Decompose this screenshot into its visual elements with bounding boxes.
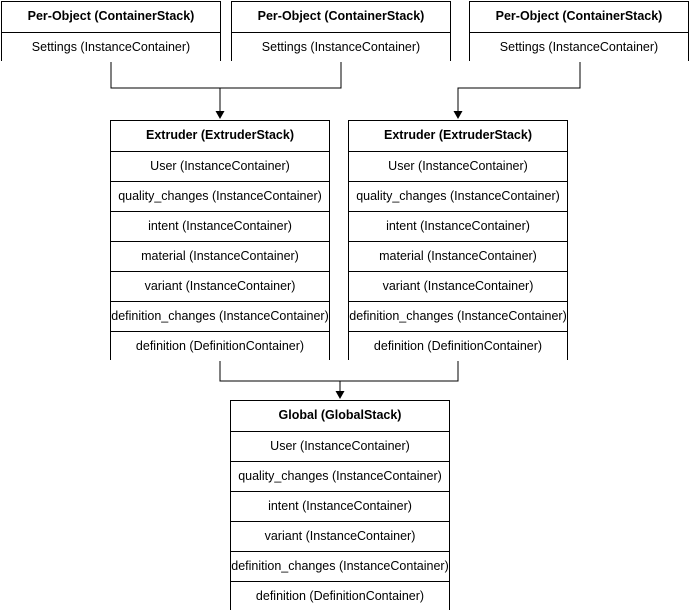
global-stack-row[interactable]: quality_changes (InstanceContainer) bbox=[231, 461, 449, 491]
per-object-container-stack-3[interactable]: Per-Object (ContainerStack)Settings (Ins… bbox=[469, 1, 689, 62]
extruder-stack-1-row[interactable]: material (InstanceContainer) bbox=[111, 241, 329, 271]
global-stack-row[interactable]: User (InstanceContainer) bbox=[231, 431, 449, 461]
extruder-stack-1-row[interactable]: definition (DefinitionContainer) bbox=[111, 331, 329, 361]
per-object-container-stack-1-row[interactable]: Settings (InstanceContainer) bbox=[2, 32, 220, 62]
edge-extruder-1-to-global bbox=[219, 360, 341, 392]
per-object-container-stack-2-row[interactable]: Settings (InstanceContainer) bbox=[232, 32, 450, 62]
global-stack-title: Global (GlobalStack) bbox=[231, 401, 449, 431]
arrowhead-into-extruder-2 bbox=[453, 111, 463, 119]
extruder-stack-1[interactable]: Extruder (ExtruderStack)User (InstanceCo… bbox=[110, 120, 330, 361]
global-stack-row[interactable]: definition (DefinitionContainer) bbox=[231, 581, 449, 611]
extruder-stack-2-row[interactable]: definition (DefinitionContainer) bbox=[349, 331, 567, 361]
extruder-stack-1-row[interactable]: variant (InstanceContainer) bbox=[111, 271, 329, 301]
extruder-stack-2-row[interactable]: intent (InstanceContainer) bbox=[349, 211, 567, 241]
per-object-container-stack-1-title: Per-Object (ContainerStack) bbox=[2, 2, 220, 32]
extruder-stack-2-row[interactable]: definition_changes (InstanceContainer) bbox=[349, 301, 567, 331]
extruder-stack-2-row[interactable]: quality_changes (InstanceContainer) bbox=[349, 181, 567, 211]
global-stack-row[interactable]: intent (InstanceContainer) bbox=[231, 491, 449, 521]
extruder-stack-2-row[interactable]: User (InstanceContainer) bbox=[349, 151, 567, 181]
extruder-stack-1-title: Extruder (ExtruderStack) bbox=[111, 121, 329, 151]
per-object-container-stack-2[interactable]: Per-Object (ContainerStack)Settings (Ins… bbox=[231, 1, 451, 62]
per-object-container-stack-3-row[interactable]: Settings (InstanceContainer) bbox=[470, 32, 688, 62]
edge-per-object-2-to-extruder-1 bbox=[219, 61, 342, 112]
arrowhead-into-extruder-1 bbox=[215, 111, 225, 119]
edge-extruder-2-to-global bbox=[339, 360, 459, 392]
extruder-stack-1-row[interactable]: definition_changes (InstanceContainer) bbox=[111, 301, 329, 331]
per-object-container-stack-1[interactable]: Per-Object (ContainerStack)Settings (Ins… bbox=[1, 1, 221, 62]
extruder-stack-2-row[interactable]: material (InstanceContainer) bbox=[349, 241, 567, 271]
extruder-stack-1-row[interactable]: quality_changes (InstanceContainer) bbox=[111, 181, 329, 211]
per-object-container-stack-3-title: Per-Object (ContainerStack) bbox=[470, 2, 688, 32]
global-stack[interactable]: Global (GlobalStack)User (InstanceContai… bbox=[230, 400, 450, 611]
global-stack-row[interactable]: variant (InstanceContainer) bbox=[231, 521, 449, 551]
extruder-stack-2-title: Extruder (ExtruderStack) bbox=[349, 121, 567, 151]
extruder-stack-2-row[interactable]: variant (InstanceContainer) bbox=[349, 271, 567, 301]
edge-per-object-3-to-extruder-2 bbox=[457, 61, 581, 112]
per-object-container-stack-2-title: Per-Object (ContainerStack) bbox=[232, 2, 450, 32]
extruder-stack-1-row[interactable]: intent (InstanceContainer) bbox=[111, 211, 329, 241]
extruder-stack-1-row[interactable]: User (InstanceContainer) bbox=[111, 151, 329, 181]
arrowhead-into-global bbox=[335, 391, 345, 399]
global-stack-row[interactable]: definition_changes (InstanceContainer) bbox=[231, 551, 449, 581]
extruder-stack-2[interactable]: Extruder (ExtruderStack)User (InstanceCo… bbox=[348, 120, 568, 361]
edge-per-object-1-to-extruder-1 bbox=[110, 61, 221, 112]
